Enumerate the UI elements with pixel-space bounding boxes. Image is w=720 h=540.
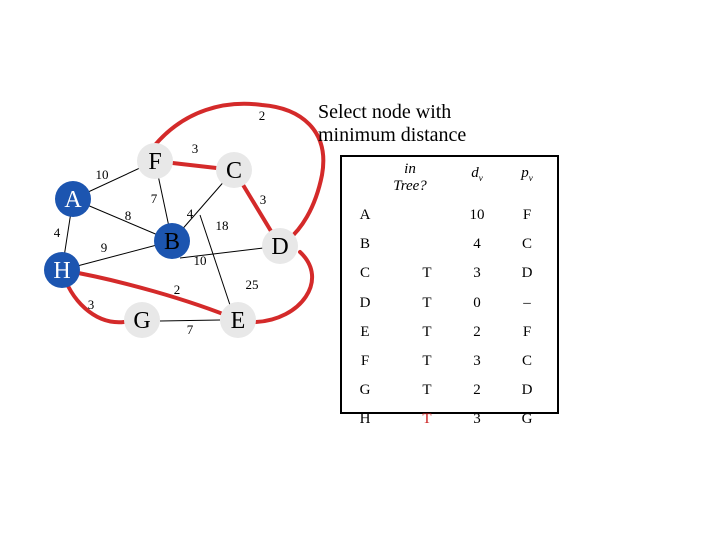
edge-g-e bbox=[159, 319, 221, 322]
cell-node: F bbox=[360, 353, 370, 369]
weight-a-h: 4 bbox=[54, 225, 61, 240]
weight-h-e: 2 bbox=[174, 282, 181, 297]
cell-node: G bbox=[359, 382, 371, 399]
node-e-label: E bbox=[231, 308, 246, 334]
node-h: H bbox=[44, 252, 80, 288]
cell-node: D bbox=[359, 294, 371, 311]
cell-distance: 10 bbox=[469, 207, 485, 223]
cell-predecessor: D bbox=[521, 265, 533, 282]
node-h-circle bbox=[44, 252, 80, 288]
cell-in-tree: T bbox=[422, 411, 432, 428]
weight-a-b: 8 bbox=[125, 208, 132, 223]
weight-d-e: 25 bbox=[246, 277, 259, 292]
cell-in-tree: T bbox=[422, 382, 432, 399]
cell-distance: 4 bbox=[473, 236, 481, 253]
node-b-label: B bbox=[164, 229, 180, 255]
weight-c-d: 3 bbox=[260, 192, 267, 207]
caption-line-2: minimum distance bbox=[318, 124, 467, 146]
cell-node: A bbox=[359, 207, 371, 223]
cell-distance: 3 bbox=[473, 265, 481, 282]
cell-node: H bbox=[359, 411, 371, 428]
header-in-tree: in Tree? bbox=[382, 161, 438, 195]
cell-in-tree: T bbox=[422, 265, 432, 282]
node-h-label: H bbox=[53, 258, 70, 284]
node-b: B bbox=[154, 223, 190, 259]
weight-a-f: 10 bbox=[96, 167, 109, 182]
node-e: E bbox=[220, 302, 256, 338]
header-predecessor: pv bbox=[521, 165, 533, 183]
edge-c-e bbox=[199, 214, 231, 306]
header-in-tree-line-2: Tree? bbox=[393, 178, 427, 194]
cell-predecessor: C bbox=[521, 353, 532, 369]
weight-f-b: 7 bbox=[151, 191, 158, 206]
header-distance: dv bbox=[471, 165, 483, 183]
cell-node: E bbox=[360, 323, 370, 340]
node-b-circle bbox=[154, 223, 190, 259]
cell-distance: 0 bbox=[473, 294, 481, 311]
cell-distance: 2 bbox=[473, 382, 481, 399]
node-f-label: F bbox=[148, 149, 161, 175]
node-d-label: D bbox=[271, 234, 288, 260]
node-g-circle bbox=[124, 302, 160, 338]
weight-f-d: 2 bbox=[259, 108, 266, 123]
node-c: C bbox=[216, 152, 252, 188]
node-d-circle bbox=[262, 228, 298, 264]
weight-h-g: 3 bbox=[88, 297, 95, 312]
cell-distance: 2 bbox=[473, 323, 481, 340]
weight-b-h: 9 bbox=[101, 240, 108, 255]
node-f-circle bbox=[137, 143, 173, 179]
edge-f-d bbox=[153, 101, 326, 242]
cell-distance: 3 bbox=[473, 353, 481, 369]
weight-c-e: 18 bbox=[216, 218, 229, 233]
cell-distance: 3 bbox=[473, 411, 481, 428]
node-a: A bbox=[55, 181, 91, 217]
weight-b-d: 10 bbox=[194, 253, 207, 268]
node-a-circle bbox=[55, 181, 91, 217]
node-c-circle bbox=[216, 152, 252, 188]
node-g-label: G bbox=[133, 308, 150, 334]
weight-c-b: 4 bbox=[187, 206, 194, 221]
cell-predecessor: F bbox=[522, 323, 532, 340]
cell-predecessor: G bbox=[521, 411, 533, 428]
node-f: F bbox=[137, 143, 173, 179]
cell-in-tree: T bbox=[422, 323, 432, 340]
edge-h-e bbox=[60, 268, 240, 322]
cell-in-tree: T bbox=[422, 294, 432, 311]
node-c-label: C bbox=[226, 158, 242, 184]
node-g: G bbox=[124, 302, 160, 338]
weight-f-c: 3 bbox=[192, 141, 199, 156]
cell-in-tree: T bbox=[422, 353, 432, 369]
instruction-caption: Select node with minimum distance bbox=[318, 101, 518, 147]
cell-predecessor: F bbox=[522, 207, 532, 223]
caption-line-1: Select node with bbox=[318, 101, 452, 123]
weight-g-e: 7 bbox=[187, 322, 194, 337]
cell-node: C bbox=[359, 265, 370, 282]
node-d: D bbox=[262, 228, 298, 264]
node-e-circle bbox=[220, 302, 256, 338]
edge-b-h bbox=[61, 240, 173, 271]
node-a-label: A bbox=[64, 187, 82, 213]
cell-predecessor: D bbox=[521, 382, 533, 399]
edge-d-e bbox=[254, 250, 314, 324]
cell-predecessor: C bbox=[521, 236, 532, 253]
cell-predecessor: – bbox=[523, 294, 531, 311]
header-in-tree-line-1: in bbox=[404, 161, 416, 177]
cell-node: B bbox=[359, 236, 370, 253]
